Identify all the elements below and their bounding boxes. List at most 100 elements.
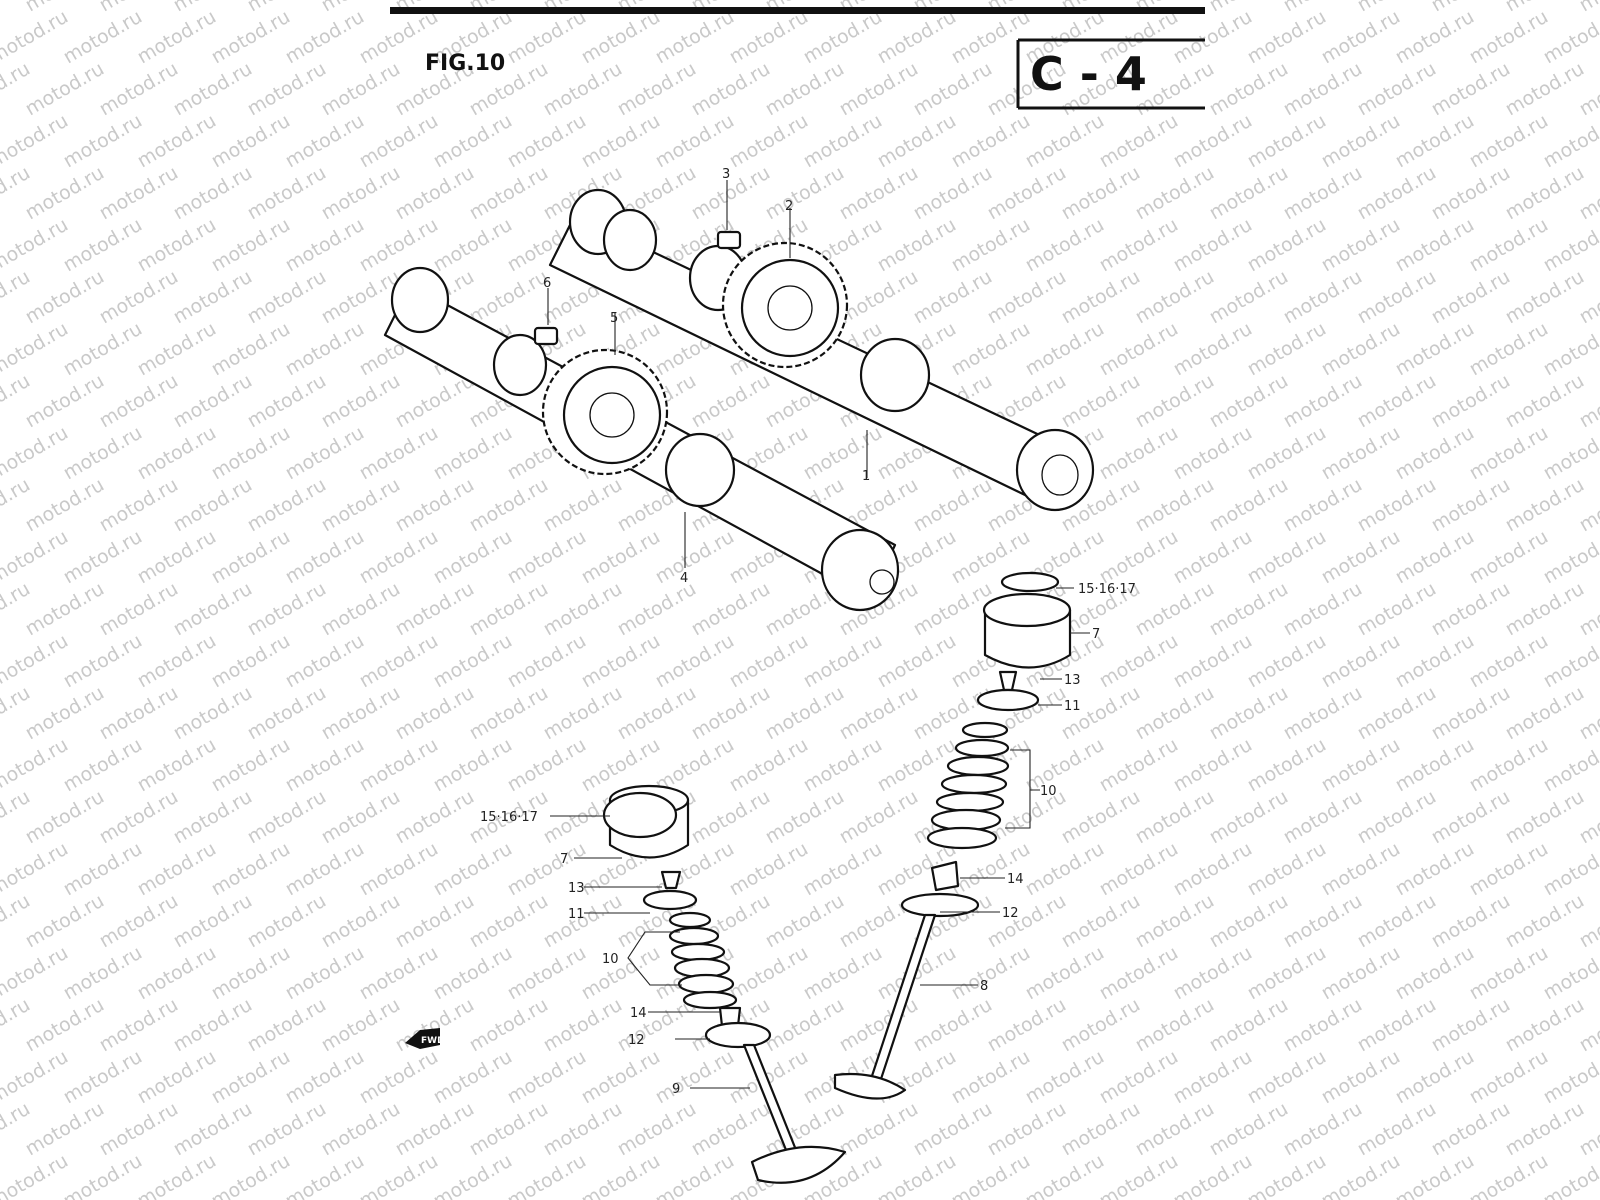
watermark-text: motod.ru (800, 838, 886, 901)
valve-spring-right (926, 721, 1010, 850)
watermark-text: motod.ru (1466, 838, 1552, 901)
watermark-text: motod.ru (466, 578, 552, 641)
watermark-text: motod.ru (282, 526, 368, 589)
watermark-text: motod.ru (540, 58, 626, 121)
watermark-text: motod.ru (1096, 630, 1182, 693)
watermark-text: motod.ru (910, 1098, 996, 1161)
watermark-text: motod.ru (1354, 682, 1440, 745)
watermark-text: motod.ru (392, 786, 478, 849)
watermark-text: motod.ru (1354, 370, 1440, 433)
watermark-text: motod.ru (1466, 6, 1552, 69)
watermark-text: motod.ru (1206, 474, 1292, 537)
callout-10-left: 10 (602, 952, 619, 967)
watermark-text: motod.ru (1392, 6, 1478, 69)
watermark-text: motod.ru (1170, 318, 1256, 381)
watermark-text: motod.ru (1392, 422, 1478, 485)
watermark-text: motod.ru (282, 838, 368, 901)
watermark-text: motod.ru (1392, 630, 1478, 693)
watermark-text: motod.ru (1466, 630, 1552, 693)
watermark-text: motod.ru (726, 630, 812, 693)
watermark-text: motod.ru (0, 942, 72, 1005)
watermark-text: motod.ru (170, 890, 256, 953)
watermark-text: motod.ru (1540, 630, 1600, 693)
callout-15-16-17-right: 15·16·17 (1078, 582, 1136, 597)
watermark-text: motod.ru (22, 682, 108, 745)
watermark-text: motod.ru (22, 786, 108, 849)
watermark-text: motod.ru (614, 682, 700, 745)
callout-14-left: 14 (630, 1006, 647, 1021)
valve-cotter-left (660, 870, 682, 890)
watermark-text: motod.ru (466, 682, 552, 745)
watermark-text: motod.ru (1428, 682, 1514, 745)
callout-labels: 1 2 3 4 5 6 7 7 8 9 10 10 11 11 12 12 13… (480, 167, 1136, 1097)
watermark-text: motod.ru (134, 630, 220, 693)
watermark-text: motod.ru (762, 786, 848, 849)
watermark-text: motod.ru (356, 942, 442, 1005)
watermark-text: motod.ru (1058, 786, 1144, 849)
watermark-text: motod.ru (800, 734, 886, 797)
callout-8: 8 (980, 979, 988, 994)
watermark-text: motod.ru (1170, 526, 1256, 589)
watermark-text: motod.ru (22, 578, 108, 641)
watermark-text: motod.ru (836, 266, 922, 329)
watermark-text: motod.ru (1318, 838, 1404, 901)
watermark-text: motod.ru (96, 266, 182, 329)
tappet-right (982, 592, 1072, 669)
watermark-text: motod.ru (0, 526, 72, 589)
watermark-text: motod.ru (60, 526, 146, 589)
callout-11-left: 11 (568, 907, 585, 922)
shim-right (1000, 571, 1060, 593)
watermark-text: motod.ru (1540, 6, 1600, 69)
watermark-text: motod.ru (1170, 942, 1256, 1005)
watermark-text: motod.ru (170, 578, 256, 641)
watermark-text: motod.ru (836, 58, 922, 121)
watermark-text: motod.ru (1244, 318, 1330, 381)
watermark-text: motod.ru (1392, 734, 1478, 797)
watermark-text: motod.ru (282, 630, 368, 693)
watermark-text: motod.ru (0, 6, 72, 69)
watermark-text: motod.ru (466, 162, 552, 225)
watermark-text: motod.ru (1280, 890, 1366, 953)
watermark-text: motod.ru (984, 266, 1070, 329)
watermark-text: motod.ru (1428, 370, 1514, 433)
watermark-text: motod.ru (1502, 890, 1588, 953)
watermark-text: motod.ru (1428, 266, 1514, 329)
watermark-text: motod.ru (1206, 1098, 1292, 1161)
watermark-text: motod.ru (208, 214, 294, 277)
watermark-text: motod.ru (208, 6, 294, 69)
camshaft-sprocket-intake (541, 348, 669, 476)
watermark-text: motod.ru (800, 630, 886, 693)
watermark-text: motod.ru (60, 838, 146, 901)
watermark-text: motod.ru (1022, 214, 1108, 277)
top-border-bar (390, 7, 1205, 14)
watermark-text: motod.ru (244, 162, 330, 225)
watermark-text: motod.ru (244, 370, 330, 433)
watermark-text: motod.ru (1058, 266, 1144, 329)
watermark-text: motod.ru (1206, 682, 1292, 745)
watermark-text: motod.ru (1392, 318, 1478, 381)
watermark-text: motod.ru (170, 994, 256, 1057)
watermark-text: motod.ru (800, 110, 886, 173)
watermark-text: motod.ru (1502, 786, 1588, 849)
watermark-text: motod.ru (984, 162, 1070, 225)
watermark-text: motod.ru (836, 682, 922, 745)
watermark-text: motod.ru (1022, 734, 1108, 797)
watermark-text: motod.ru (244, 266, 330, 329)
watermark-text: motod.ru (1244, 630, 1330, 693)
watermark-text: motod.ru (1244, 734, 1330, 797)
watermark-text: motod.ru (282, 6, 368, 69)
watermark-text: motod.ru (318, 994, 404, 1057)
watermark-text: motod.ru (430, 630, 516, 693)
section-code: C - 4 (1030, 47, 1147, 101)
watermark-text: motod.ru (1132, 682, 1218, 745)
watermark-text: motod.ru (244, 474, 330, 537)
watermark-text: motod.ru (836, 162, 922, 225)
watermark-text: motod.ru (762, 682, 848, 745)
watermark-text: motod.ru (984, 1098, 1070, 1161)
watermark-text: motod.ru (1428, 58, 1514, 121)
watermark-text: motod.ru (1244, 526, 1330, 589)
watermark-text: motod.ru (96, 578, 182, 641)
watermark-text: motod.ru (134, 6, 220, 69)
watermark-text: motod.ru (208, 318, 294, 381)
watermark-text: motod.ru (762, 994, 848, 1057)
